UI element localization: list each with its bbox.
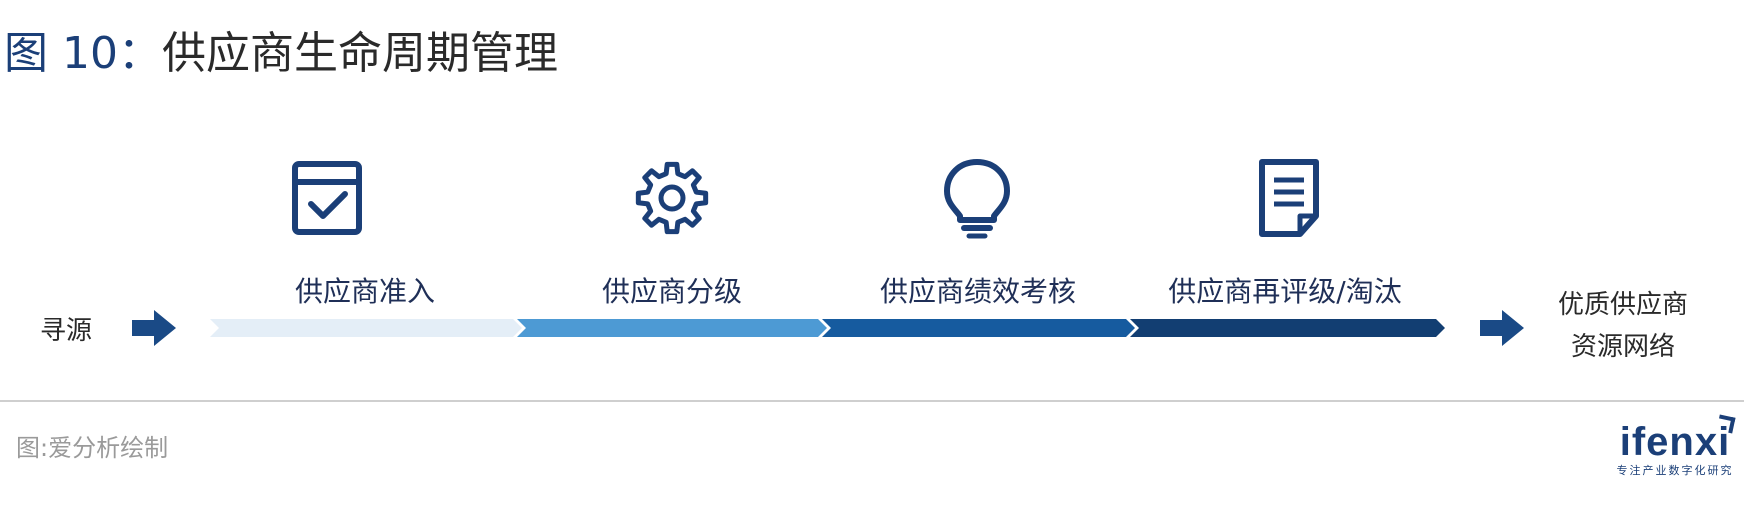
arrow-right-icon-start	[132, 310, 176, 346]
source-note: 图:爱分析绘制	[16, 434, 169, 462]
box-check-icon	[285, 156, 369, 240]
end-label: 优质供应商 资源网络	[1558, 284, 1688, 368]
end-label-line-2: 资源网络	[1570, 332, 1675, 362]
page-title: 图 10：供应商生命周期管理	[4, 26, 558, 82]
logo-word: ifenxi	[1612, 414, 1738, 464]
logo-subtitle: 专注产业数字化研究	[1616, 464, 1734, 477]
chevron-stage-1	[210, 319, 522, 337]
divider	[0, 400, 1744, 402]
logo-tick-icon	[1716, 414, 1736, 434]
lightbulb-icon	[935, 156, 1019, 240]
stage-label-4: 供应商再评级/淘汰	[1168, 275, 1402, 308]
end-label-line-1: 优质供应商	[1558, 290, 1689, 320]
chevron-stage-4	[1130, 319, 1445, 337]
gear-icon	[630, 156, 714, 240]
stage-label-2: 供应商分级	[601, 275, 743, 308]
stage-label-3: 供应商绩效考核	[879, 275, 1077, 308]
document-icon	[1248, 156, 1332, 240]
start-label: 寻源	[40, 316, 93, 346]
chevron-stage-3	[822, 319, 1135, 337]
figure-title: 供应商生命周期管理	[161, 28, 558, 79]
figure-number: 图 10：	[4, 28, 162, 79]
chevron-stage-2	[517, 319, 827, 337]
stage-label-1: 供应商准入	[294, 275, 436, 308]
arrow-right-icon-end	[1480, 310, 1524, 346]
ifenxi-logo: ifenxi 专注产业数字化研究	[1612, 414, 1738, 478]
